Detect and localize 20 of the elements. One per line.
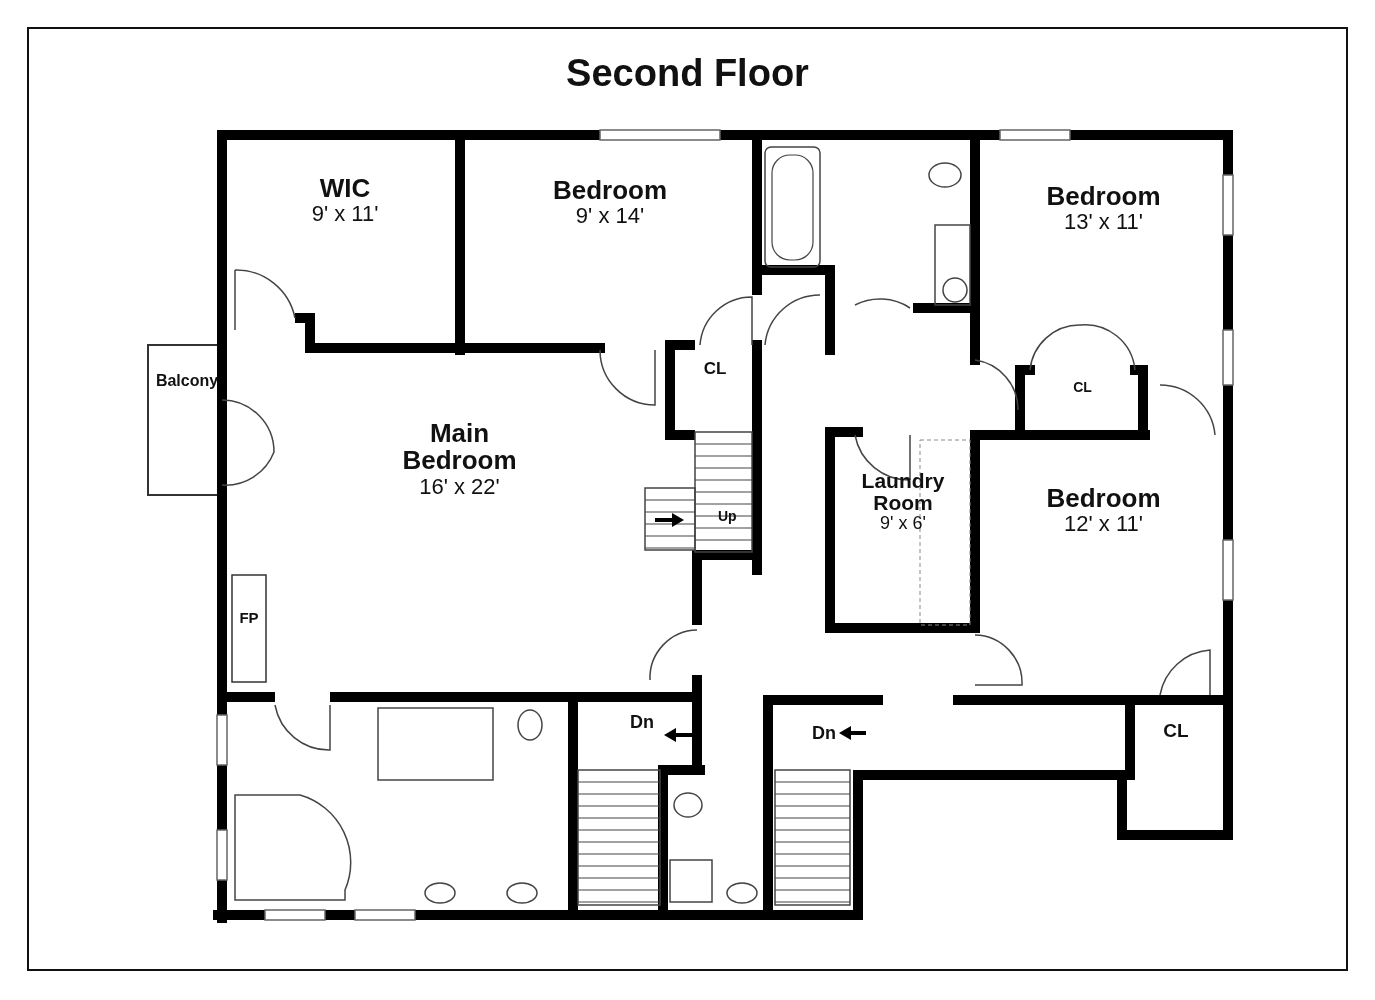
room-dimensions: 9' x 6' (880, 514, 926, 534)
room-name: Bedroom (1046, 183, 1161, 211)
room-name: Laundry Room (860, 470, 946, 515)
room-name: Bedroom (552, 177, 668, 205)
room-dimensions: 12' x 11' (1064, 512, 1143, 537)
room-name: CL (1163, 721, 1189, 741)
room-name: Main Bedroom (401, 420, 518, 475)
room-dimensions: 9' x 11' (311, 202, 379, 227)
room-name: FP (239, 610, 259, 626)
plan-title: Second Floor (566, 52, 809, 94)
stair-label: Dn (812, 723, 836, 744)
room-dimensions: 13' x 11' (1064, 210, 1143, 235)
stair-label: Dn (630, 712, 654, 733)
room-name: CL (703, 360, 727, 378)
room-name: CL (1073, 380, 1092, 395)
room-dimensions: 9' x 14' (575, 204, 645, 229)
room-name: Bedroom (1046, 485, 1161, 513)
stair-label: Up (718, 508, 737, 524)
room-dimensions: 16' x 22' (419, 474, 500, 499)
room-name: WIC (319, 175, 371, 203)
